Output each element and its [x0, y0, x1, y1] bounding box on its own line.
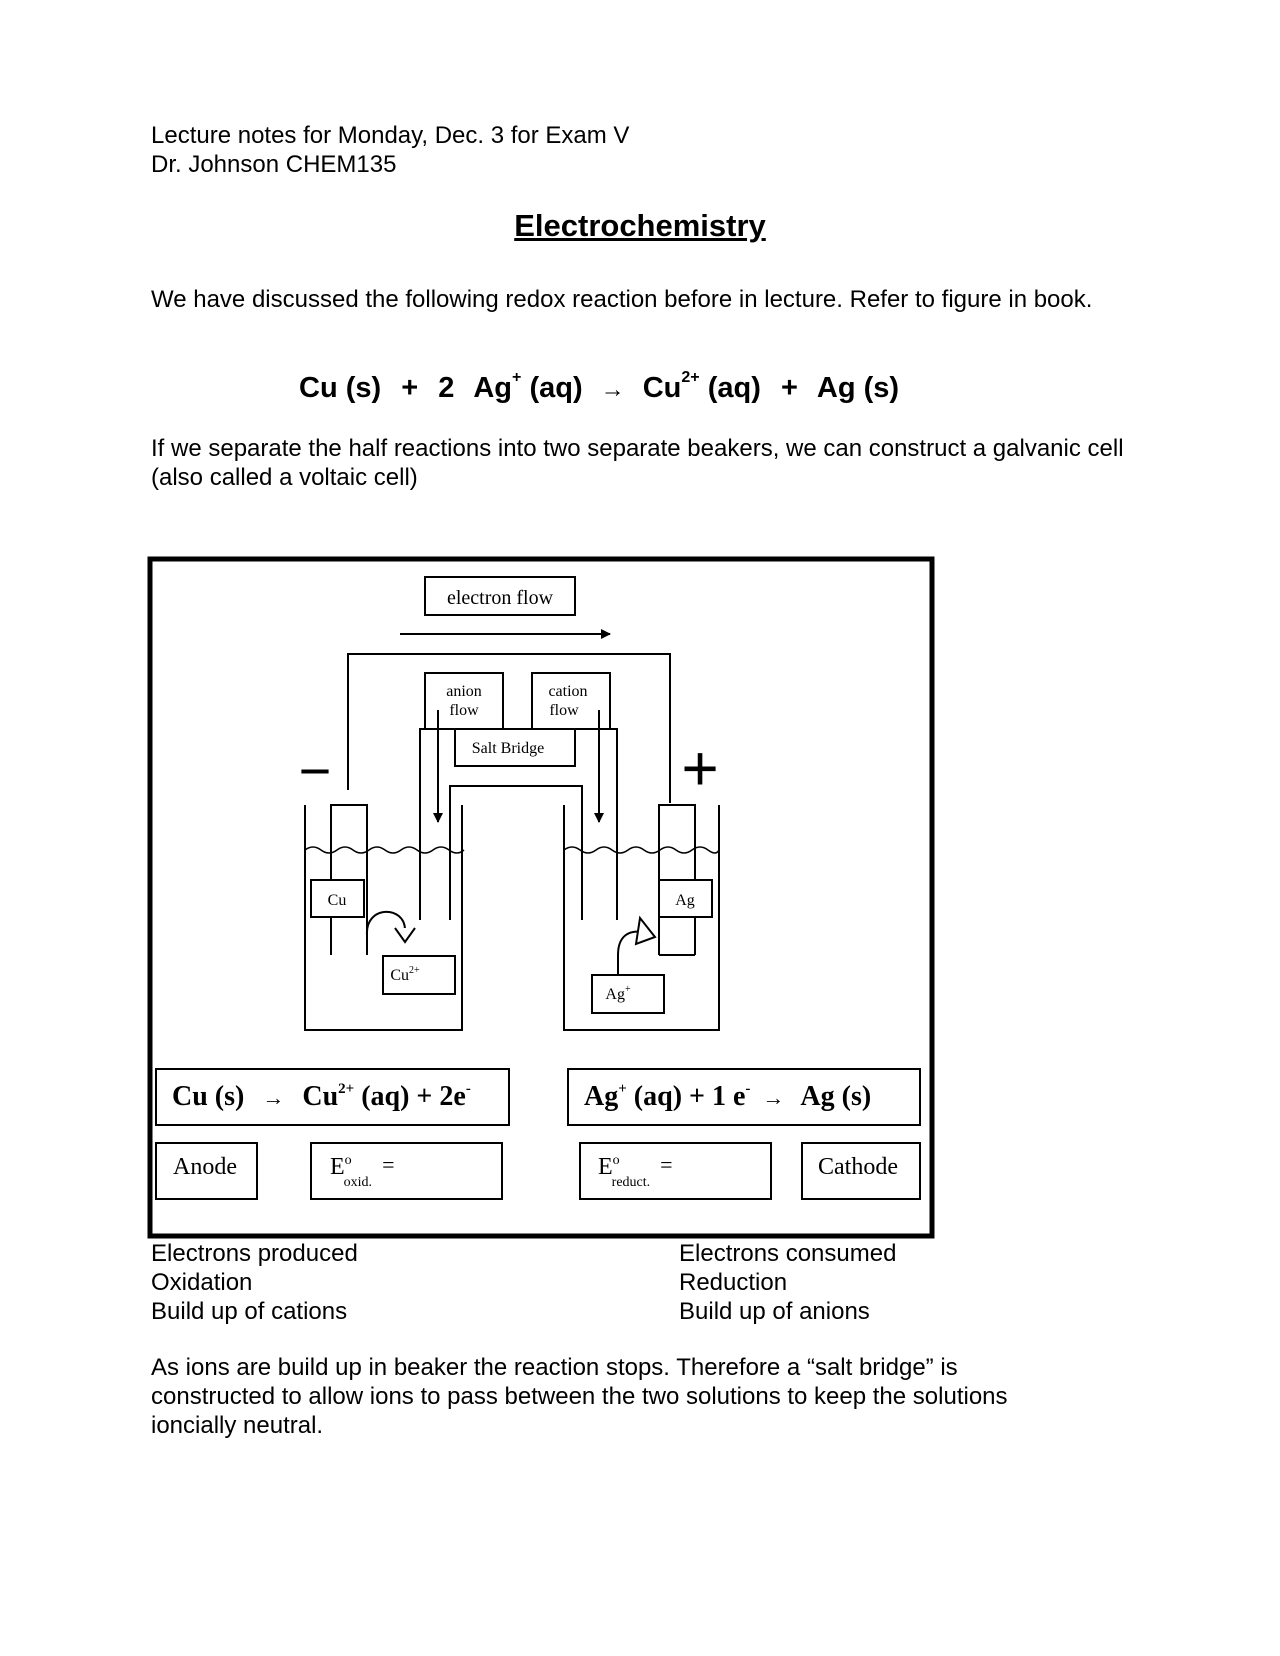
header-line-1: Lecture notes for Monday, Dec. 3 for Exa… — [151, 122, 630, 149]
cation-flow-text-2: flow — [549, 702, 579, 719]
galvanic-paragraph: If we separate the half reactions into t… — [151, 435, 1124, 491]
salt-bridge-label: Salt Bridge — [472, 740, 544, 757]
electron-flow-box — [424, 576, 576, 616]
salt-bridge-box — [454, 728, 576, 767]
ag-ion-charge: + — [625, 984, 631, 995]
cation-flow-box — [531, 672, 611, 730]
cathode-half-reaction-box — [567, 1068, 921, 1126]
anode-solution-surface — [304, 846, 465, 854]
e-oxid-subscript: oxid. — [344, 1175, 372, 1190]
anode-eq-left: Cu (s) — [172, 1081, 244, 1112]
anion-flow-text-2: flow — [449, 702, 479, 719]
cathode-solution-surface — [563, 846, 720, 854]
cu-ion-label: Cu — [390, 967, 409, 984]
reduction-arrow-head — [634, 915, 657, 946]
eq-ag: Ag — [473, 372, 513, 404]
anode-beaker — [304, 805, 463, 1031]
ag-electrode-label-box — [658, 879, 713, 918]
e-red-subscript: reduct. — [612, 1175, 650, 1190]
cu-electrode-label: Cu — [328, 892, 347, 909]
cathode-label-box — [801, 1142, 921, 1200]
e-red-superscript: o — [613, 1153, 620, 1168]
external-wire — [347, 653, 671, 803]
intro-paragraph: We have discussed the following redox re… — [151, 286, 1093, 313]
cathode-eq-charge: + — [618, 1081, 627, 1097]
e-red-text: Eo reduct. = — [598, 1152, 673, 1190]
anode-eq-charge: 2+ — [338, 1081, 354, 1097]
cathode-label: Cathode — [818, 1154, 898, 1180]
eq-cu-solid: Cu (s) — [299, 372, 382, 404]
salt-bridge-inner — [449, 785, 583, 920]
negative-terminal-sign: − — [299, 739, 332, 802]
e-red-symbol: E — [598, 1154, 613, 1180]
cu-electrode-label-box — [310, 879, 365, 918]
anode-half-reaction-box — [155, 1068, 510, 1126]
eq-arrow: → — [600, 376, 625, 403]
redox-equation: Cu (s) + 2 Ag+ (aq) → Cu2+ (aq) + Ag (s) — [299, 369, 900, 405]
anode-eq-right: Cu — [302, 1081, 338, 1112]
eq-plus-1: + — [401, 372, 419, 404]
eq-coefficient: 2 — [438, 372, 455, 404]
e-red-box — [579, 1142, 772, 1200]
closing-paragraph: As ions are build up in beaker the react… — [151, 1354, 1008, 1439]
cathode-eq-right: Ag (s) — [800, 1081, 871, 1112]
cathode-note-1: Electrons consumed — [679, 1240, 897, 1267]
cathode-half-reaction: Ag+ (aq) + 1 e-→ Ag (s) — [584, 1081, 871, 1112]
anode-note-1: Electrons produced — [151, 1240, 358, 1267]
anion-flow-box — [424, 672, 504, 730]
electron-flow-label: electron flow — [447, 587, 554, 609]
diagram-frame — [147, 556, 935, 1239]
ag-electrode-label: Ag — [675, 892, 695, 909]
eq-ag-charge: + — [512, 369, 522, 387]
header-line-2: Dr. Johnson CHEM135 — [151, 151, 397, 178]
ag-ion-text: Ag+ — [605, 984, 631, 1003]
eq-cu-charge: 2+ — [681, 369, 700, 387]
cu-ion-box — [382, 955, 456, 995]
cathode-eq-left: Ag — [584, 1081, 618, 1112]
eq-aq-2: (aq) — [707, 372, 761, 404]
positive-terminal-sign: + — [681, 732, 718, 804]
cation-flow-text-1: cation — [548, 683, 587, 700]
anode-eq-tail: (aq) + 2e — [354, 1081, 466, 1112]
eq-plus-2: + — [780, 372, 798, 404]
e-oxid-box — [310, 1142, 503, 1200]
eq-ag-solid: Ag (s) — [816, 372, 900, 404]
anode-note-2: Oxidation — [151, 1269, 253, 1296]
anode-eq-e-charge: - — [466, 1081, 471, 1097]
cathode-eq-mid: (aq) + 1 e — [627, 1081, 746, 1112]
cu-ion-charge: 2+ — [409, 965, 420, 976]
cu-ion-text: Cu2+ — [390, 965, 420, 984]
anode-half-reaction: Cu (s) → Cu2+ (aq) + 2e- — [172, 1081, 471, 1112]
e-oxid-symbol: E — [330, 1154, 345, 1180]
page-title: Electrochemistry — [514, 208, 766, 243]
anode-label: Anode — [173, 1154, 237, 1180]
ag-ion-box — [591, 974, 665, 1014]
cathode-note-3: Build up of anions — [679, 1298, 870, 1325]
cathode-eq-arrow: → — [762, 1085, 784, 1110]
cathode-beaker — [563, 805, 720, 1031]
anode-label-box — [155, 1142, 258, 1200]
e-red-equals: = — [660, 1152, 672, 1177]
e-oxid-equals: = — [382, 1152, 394, 1177]
anode-eq-arrow: → — [262, 1085, 284, 1110]
e-oxid-text: Eo oxid. = — [330, 1152, 394, 1190]
cathode-note-2: Reduction — [679, 1269, 788, 1296]
oxidation-curved-arrow — [365, 910, 406, 936]
eq-aq-1: (aq) — [529, 372, 583, 404]
ag-ion-label: Ag — [605, 986, 625, 1003]
anion-flow-text-1: anion — [446, 683, 482, 700]
e-oxid-superscript: o — [345, 1153, 352, 1168]
eq-cu: Cu — [642, 372, 682, 404]
cathode-eq-e-charge: - — [745, 1081, 750, 1097]
anode-note-3: Build up of cations — [151, 1298, 348, 1325]
oxidation-arrow-head — [394, 927, 416, 944]
